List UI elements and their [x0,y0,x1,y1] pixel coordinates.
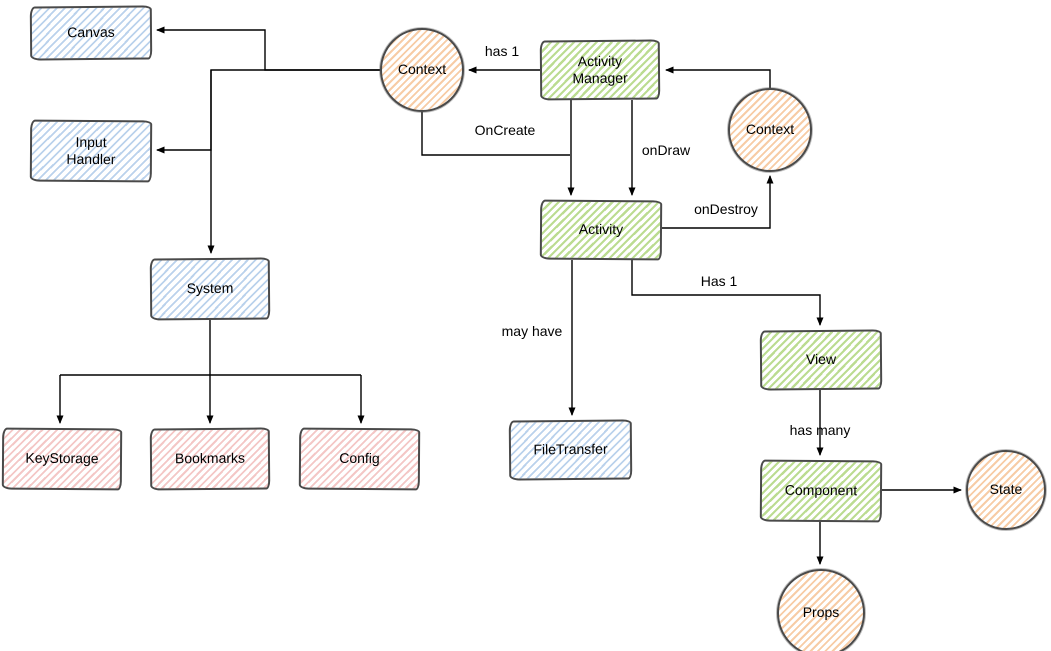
node-keystorage-label: KeyStorage [25,449,99,467]
node-activity-manager-label: Activity Manager [572,52,628,87]
node-system-label: System [186,280,234,297]
node-state-label: State [989,481,1023,498]
edge-label-ondestroy[interactable]: onDestroy [694,201,758,217]
edge-label-has-1-right[interactable]: Has 1 [700,273,738,289]
node-config-label: Config [339,450,380,467]
edge-activity-contextright-ondestroy[interactable] [662,175,774,229]
node-component[interactable]: Component [759,459,883,523]
edge-label-ondraw[interactable]: onDraw [641,142,691,158]
edge-context-activity-oncreate[interactable] [421,112,570,156]
edge-context-input-handler[interactable] [156,69,381,154]
node-activity-manager[interactable]: Activity Manager [539,39,661,101]
node-props[interactable]: Props [777,569,865,651]
node-activity-label: Activity [578,221,624,238]
node-bookmarks[interactable]: Bookmarks [149,427,271,491]
node-props-label: Props [802,604,840,621]
node-activity[interactable]: Activity [539,199,663,261]
node-canvas[interactable]: Canvas [29,5,153,61]
edge-activity-view-has1[interactable] [631,260,824,326]
node-filetransfer[interactable]: FileTransfer [508,419,633,481]
edge-label-mayhave[interactable]: may have [501,323,563,339]
node-config[interactable]: Config [298,427,421,491]
edge-label-has-1[interactable]: has 1 [484,43,520,59]
node-context-right-label: Context [745,121,795,138]
edge-contextright-activitymanager[interactable] [665,66,771,88]
node-context-right[interactable]: Context [728,88,812,172]
node-bookmarks-label: Bookmarks [174,449,246,467]
node-canvas-label: Canvas [67,24,115,41]
node-input-handler[interactable]: Input Handler [29,119,153,183]
node-input-handler-label: Input Handler [66,133,116,168]
node-keystorage[interactable]: KeyStorage [1,427,123,491]
edge-label-hasmany[interactable]: has many [789,422,851,438]
node-state[interactable]: State [966,450,1046,530]
node-context-left-label: Context [397,61,447,78]
node-filetransfer-label: FileTransfer [533,440,608,458]
node-view-label: View [805,351,837,368]
node-view[interactable]: View [759,329,883,391]
edge-label-oncreate[interactable]: OnCreate [474,122,536,138]
node-context-left[interactable]: Context [380,28,464,112]
node-system[interactable]: System [149,257,271,321]
node-component-label: Component [784,481,858,499]
edge-context-canvas[interactable] [156,26,381,71]
